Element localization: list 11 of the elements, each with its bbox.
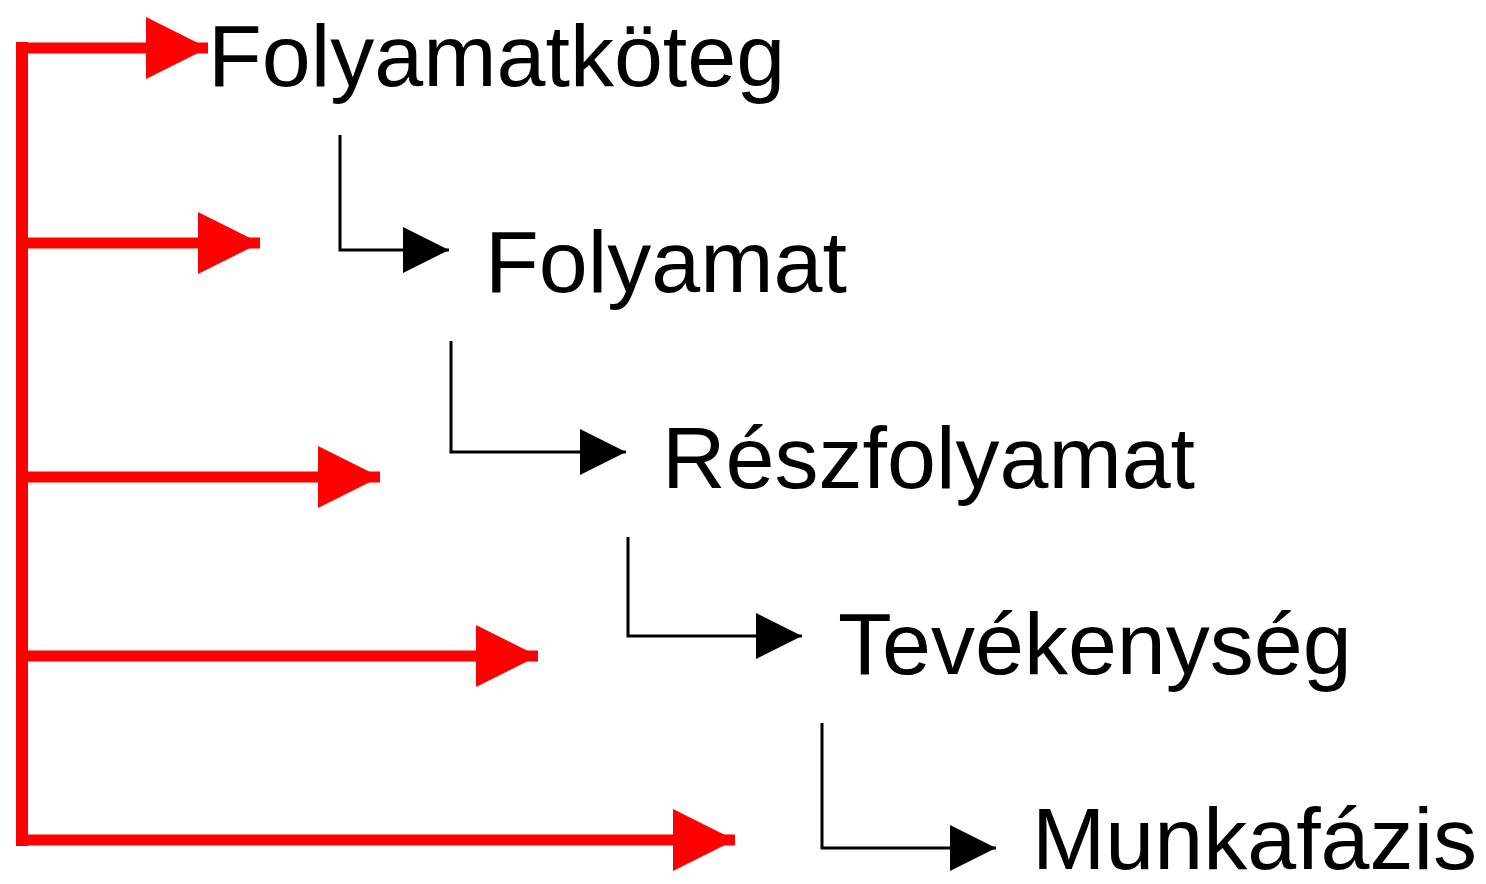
arrow	[28, 625, 538, 687]
arrow	[449, 341, 626, 475]
arrow	[338, 135, 449, 273]
arrow	[28, 212, 260, 274]
arrow	[626, 537, 802, 659]
arrow	[28, 809, 735, 871]
arrow	[28, 446, 380, 508]
arrow	[820, 723, 996, 871]
arrow	[28, 17, 208, 79]
level-label: Munkafázis	[1032, 795, 1478, 883]
trunk-bar	[16, 42, 28, 846]
